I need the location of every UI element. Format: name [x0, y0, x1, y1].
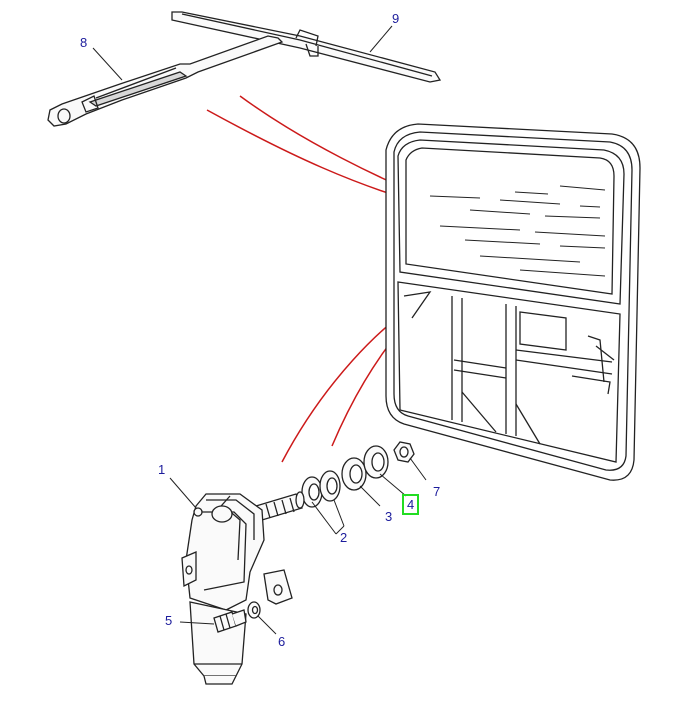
wiper-arm[interactable]	[47, 35, 284, 127]
nut-7[interactable]	[393, 441, 415, 463]
washer-6[interactable]	[247, 601, 261, 619]
rear-door[interactable]	[385, 123, 641, 481]
wiper-motor[interactable]	[181, 491, 305, 685]
seal-set-2[interactable]	[301, 470, 341, 508]
callout-1[interactable]: 1	[158, 462, 166, 477]
callout-4[interactable]: 4	[401, 494, 420, 515]
seal-4[interactable]	[363, 445, 389, 479]
wiper-blade[interactable]	[171, 11, 442, 83]
callout-3[interactable]: 3	[385, 509, 393, 524]
callout-7[interactable]: 7	[433, 484, 441, 499]
callout-6[interactable]: 6	[278, 634, 286, 649]
callout-9[interactable]: 9	[392, 11, 400, 26]
callout-2[interactable]: 2	[340, 530, 348, 545]
washer-3[interactable]	[341, 457, 367, 491]
callout-leaders	[92, 25, 427, 635]
bolt-5[interactable]	[213, 609, 247, 633]
callout-8[interactable]: 8	[80, 35, 88, 50]
callout-5[interactable]: 5	[165, 613, 173, 628]
window-glass-hatch	[429, 185, 606, 277]
